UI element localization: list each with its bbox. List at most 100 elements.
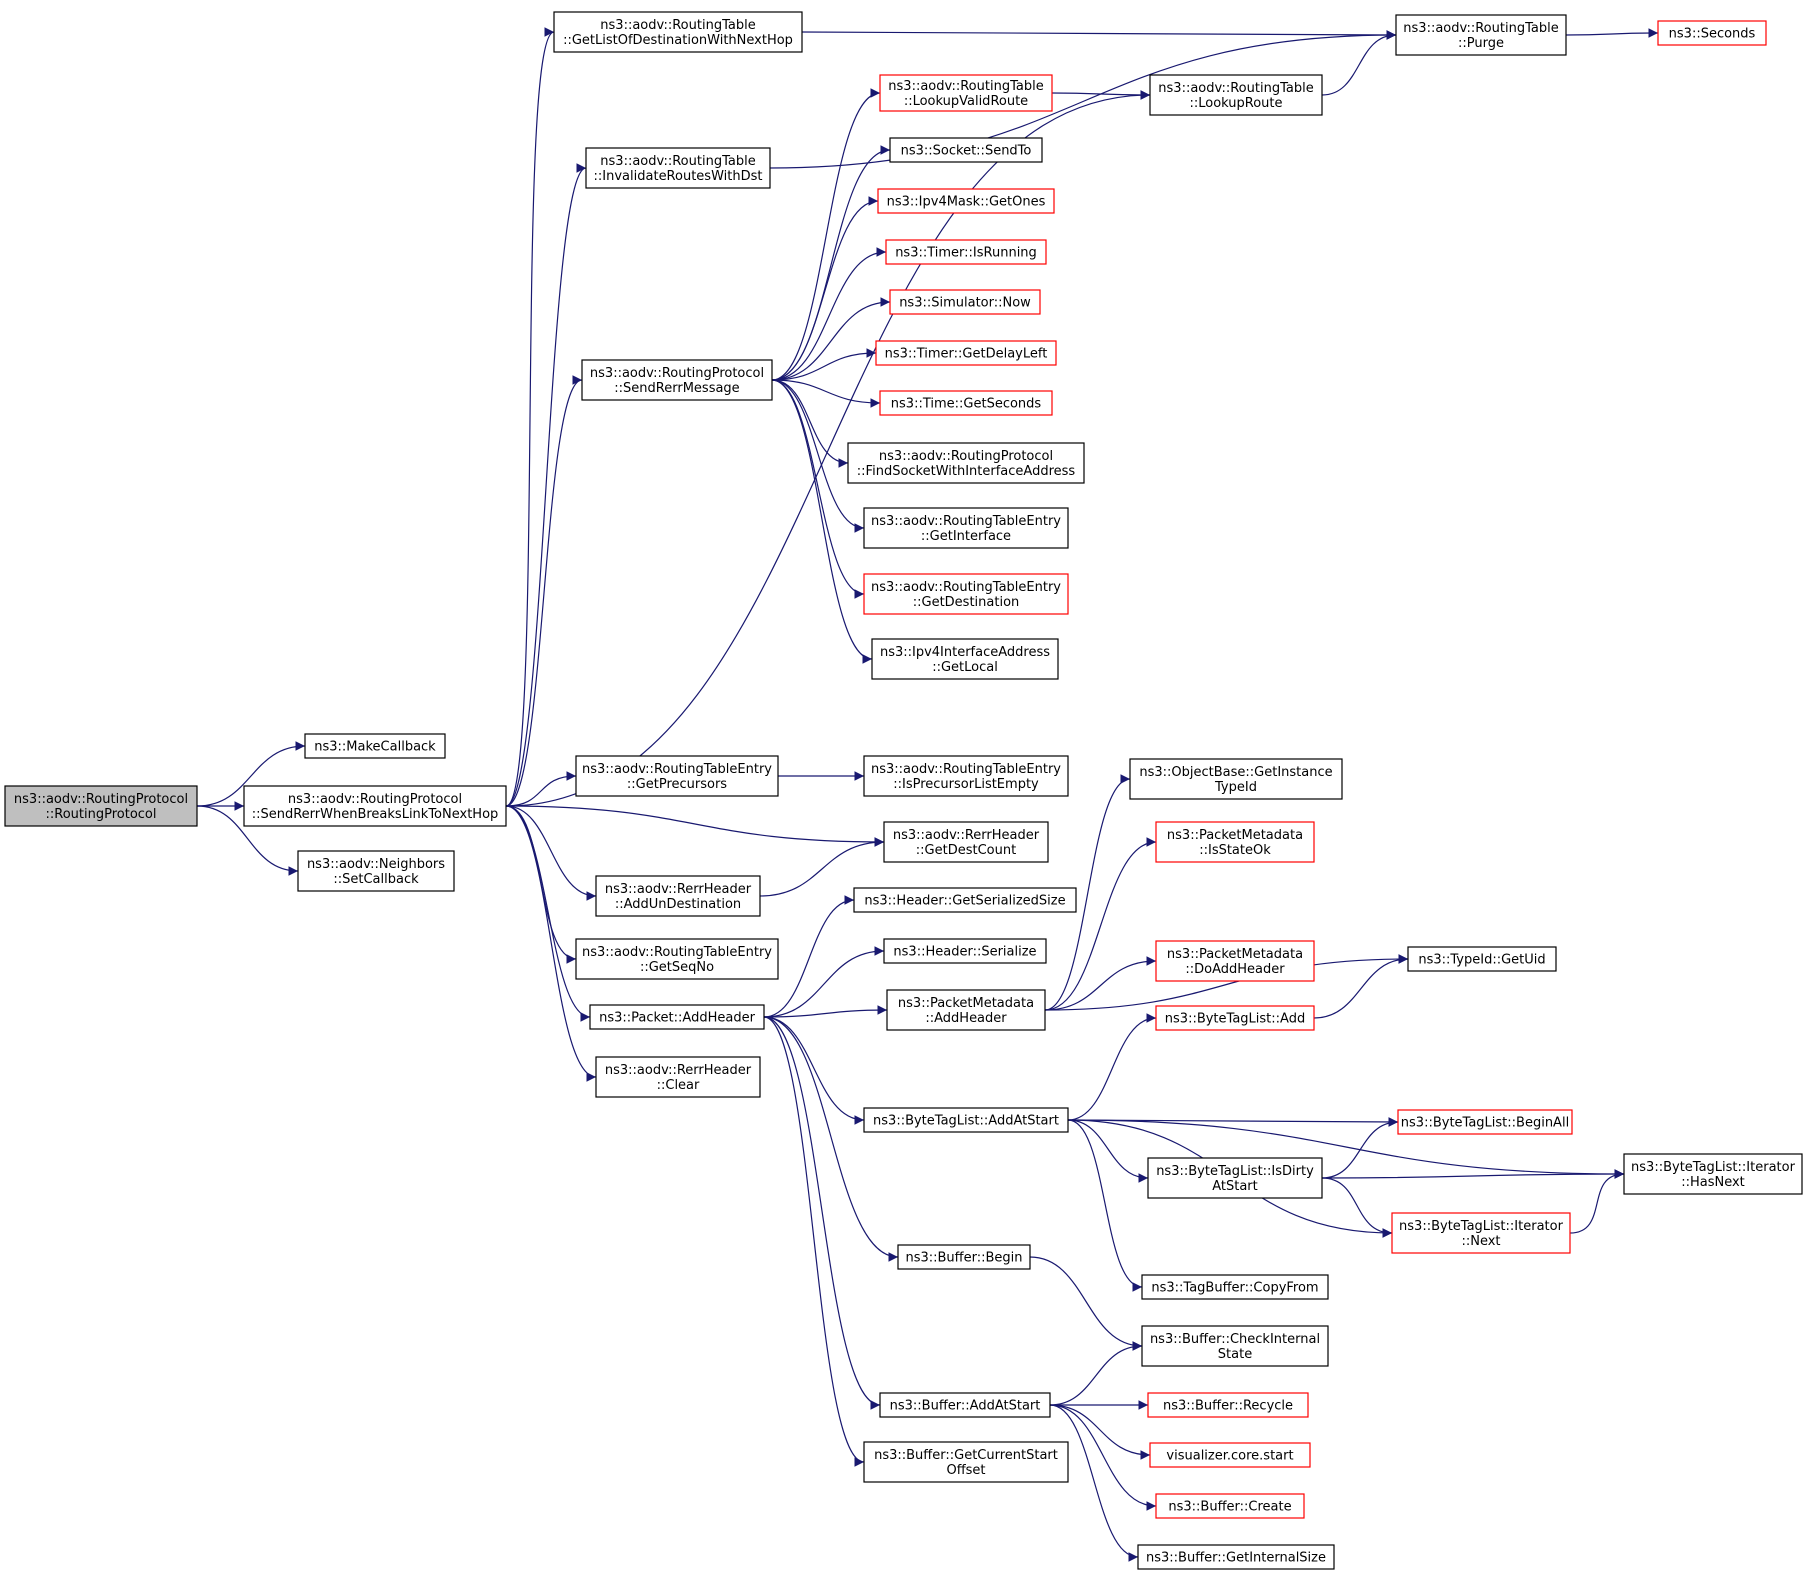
node-label-line: ::GetSeqNo — [640, 960, 714, 975]
node-box — [595, 1056, 761, 1098]
node-adduns[interactable]: ns3::aodv::RerrHeader::AddUnDestination — [595, 875, 761, 917]
node-neighset[interactable]: ns3::aodv::Neighbors::SetCallback — [297, 850, 455, 892]
edge-sendrerrmsg-to-getones — [771, 196, 879, 381]
edge-sendrerrbreak-to-getdestcount — [505, 805, 885, 847]
node-sendto[interactable]: ns3::Socket::SendTo — [889, 137, 1043, 163]
edge-sendrerrmsg-to-getdelayleft — [771, 348, 877, 381]
node-getdelayleft[interactable]: ns3::Timer::GetDelayLeft — [875, 340, 1057, 366]
edge-btladdatstart-to-hasnext — [1067, 1119, 1625, 1179]
node-getprec[interactable]: ns3::aodv::RoutingTableEntry::GetPrecurs… — [575, 755, 779, 797]
node-box — [553, 11, 803, 53]
node-label-line: ns3::Header::GetSerializedSize — [864, 894, 1065, 909]
node-isstateok[interactable]: ns3::PacketMetadata::IsStateOk — [1155, 821, 1315, 863]
edge-sendrerrbreak-to-rerrclear — [505, 805, 597, 1082]
node-box — [243, 785, 507, 827]
node-getinternalsize[interactable]: ns3::Buffer::GetInternalSize — [1137, 1544, 1335, 1570]
edge-sendrerrmsg-to-sendto — [771, 145, 891, 381]
node-doaddheader[interactable]: ns3::PacketMetadata::DoAddHeader — [1155, 940, 1315, 982]
node-headerserialize[interactable]: ns3::Header::Serialize — [883, 938, 1047, 964]
edge-purge-to-seconds — [1565, 28, 1659, 38]
node-label-line: ::DoAddHeader — [1185, 962, 1285, 977]
node-label-line: ns3::aodv::RerrHeader — [893, 828, 1040, 843]
node-box — [575, 755, 779, 797]
node-vizstart[interactable]: visualizer.core.start — [1149, 1442, 1311, 1468]
node-getserialsize[interactable]: ns3::Header::GetSerializedSize — [853, 887, 1077, 913]
node-label-line: ::SendRerrWhenBreaksLinkToNextHop — [252, 807, 499, 822]
node-label-line: ns3::Time::GetSeconds — [891, 397, 1042, 412]
node-purge[interactable]: ns3::aodv::RoutingTable::Purge — [1395, 14, 1567, 56]
node-recycle[interactable]: ns3::Buffer::Recycle — [1147, 1392, 1309, 1418]
node-lookuproute[interactable]: ns3::aodv::RoutingTable::LookupRoute — [1149, 74, 1323, 116]
node-label-line: ns3::Ipv4InterfaceAddress — [880, 645, 1050, 660]
node-getdestcount[interactable]: ns3::aodv::RerrHeader::GetDestCount — [883, 821, 1049, 863]
edge-sendrerrbreak-to-sendrerrmsg — [505, 375, 583, 807]
node-simnow[interactable]: ns3::Simulator::Now — [889, 289, 1041, 315]
node-label-line: ns3::aodv::RoutingTable — [1403, 21, 1558, 36]
node-root[interactable]: ns3::aodv::RoutingProtocol::RoutingProto… — [4, 785, 198, 827]
node-getseqno[interactable]: ns3::aodv::RoutingTableEntry::GetSeqNo — [575, 938, 779, 980]
edge-pktaddheader-to-pmaddheader — [763, 1005, 888, 1018]
node-seconds[interactable]: ns3::Seconds — [1657, 20, 1767, 46]
node-getinterface[interactable]: ns3::aodv::RoutingTableEntry::GetInterfa… — [863, 507, 1069, 549]
node-invalidate[interactable]: ns3::aodv::RoutingTable::InvalidateRoute… — [585, 147, 771, 189]
node-label-line: ::SendRerrMessage — [614, 381, 739, 396]
edge-sendrerrmsg-to-getseconds — [771, 379, 881, 408]
node-label-line: ::HasNext — [1681, 1175, 1745, 1190]
node-label-line: ns3::ByteTagList::Iterator — [1631, 1160, 1796, 1175]
node-sendrerrbreak[interactable]: ns3::aodv::RoutingProtocol::SendRerrWhen… — [243, 785, 507, 827]
node-label-line: ns3::Ipv4Mask::GetOnes — [887, 195, 1046, 210]
node-iternext[interactable]: ns3::ByteTagList::Iterator::Next — [1391, 1212, 1571, 1254]
node-label-line: ns3::TagBuffer::CopyFrom — [1151, 1281, 1318, 1296]
node-label-line: State — [1218, 1347, 1252, 1362]
edge-bufaddatstart-to-vizstart — [1049, 1404, 1151, 1460]
edge-pktaddheader-to-btladdatstart — [763, 1016, 865, 1125]
node-label-line: ns3::Timer::IsRunning — [895, 246, 1037, 261]
edge-iternext-to-hasnext — [1569, 1169, 1625, 1234]
node-getlist[interactable]: ns3::aodv::RoutingTable::GetListOfDestin… — [553, 11, 803, 53]
node-label-line: ns3::aodv::RoutingProtocol — [879, 449, 1053, 464]
node-box — [897, 1244, 1031, 1270]
node-getlocal[interactable]: ns3::Ipv4InterfaceAddress::GetLocal — [871, 638, 1059, 680]
node-box — [581, 359, 773, 401]
node-lookupvalid[interactable]: ns3::aodv::RoutingTable::LookupValidRout… — [879, 74, 1053, 112]
edge-sendrerrmsg-to-isrunning — [771, 247, 887, 381]
edge-btladd-to-getuid — [1313, 954, 1409, 1019]
node-label-line: ::IsPrecursorListEmpty — [893, 777, 1039, 792]
node-label-line: ns3::Buffer::AddAtStart — [890, 1399, 1041, 1414]
node-getseconds[interactable]: ns3::Time::GetSeconds — [879, 390, 1053, 416]
node-pktaddheader[interactable]: ns3::Packet::AddHeader — [589, 1004, 765, 1030]
node-bufbegin[interactable]: ns3::Buffer::Begin — [897, 1244, 1031, 1270]
node-getdest[interactable]: ns3::aodv::RoutingTableEntry::GetDestina… — [863, 573, 1069, 615]
node-makecb[interactable]: ns3::MakeCallback — [304, 733, 446, 759]
node-findsocket[interactable]: ns3::aodv::RoutingProtocol::FindSocketWi… — [847, 442, 1085, 484]
node-getuid[interactable]: ns3::TypeId::GetUid — [1407, 946, 1557, 972]
node-box — [886, 989, 1046, 1031]
node-label-line: ns3::Timer::GetDelayLeft — [885, 347, 1048, 362]
node-pmaddheader[interactable]: ns3::PacketMetadata::AddHeader — [886, 989, 1046, 1031]
node-label-line: ns3::Buffer::GetCurrentStart — [874, 1448, 1058, 1463]
node-box — [875, 340, 1057, 366]
node-copyfrom[interactable]: ns3::TagBuffer::CopyFrom — [1141, 1274, 1329, 1300]
node-sendrerrmsg[interactable]: ns3::aodv::RoutingProtocol::SendRerrMess… — [581, 359, 773, 401]
node-btladdatstart[interactable]: ns3::ByteTagList::AddAtStart — [863, 1107, 1069, 1133]
node-isrunning[interactable]: ns3::Timer::IsRunning — [885, 239, 1047, 265]
node-rerrclear[interactable]: ns3::aodv::RerrHeader::Clear — [595, 1056, 761, 1098]
node-bufcreate[interactable]: ns3::Buffer::Create — [1155, 1493, 1305, 1519]
node-label-line: ::LookupRoute — [1189, 96, 1282, 111]
node-getones[interactable]: ns3::Ipv4Mask::GetOnes — [877, 188, 1055, 214]
node-box — [863, 507, 1069, 549]
node-beginall[interactable]: ns3::ByteTagList::BeginAll — [1397, 1109, 1573, 1135]
node-label-line: ns3::Buffer::Recycle — [1163, 1399, 1293, 1414]
node-hasnext[interactable]: ns3::ByteTagList::Iterator::HasNext — [1623, 1153, 1803, 1195]
node-label-line: Offset — [946, 1463, 985, 1478]
node-isprecempty[interactable]: ns3::aodv::RoutingTableEntry::IsPrecurso… — [863, 755, 1069, 797]
edge-pktaddheader-to-bufaddatstart — [763, 1016, 881, 1410]
node-btladd[interactable]: ns3::ByteTagList::Add — [1155, 1005, 1315, 1031]
node-label-line: ns3::Simulator::Now — [899, 296, 1031, 311]
node-bufaddatstart[interactable]: ns3::Buffer::AddAtStart — [879, 1392, 1051, 1418]
edge-invalidate-to-purge — [769, 30, 1397, 169]
